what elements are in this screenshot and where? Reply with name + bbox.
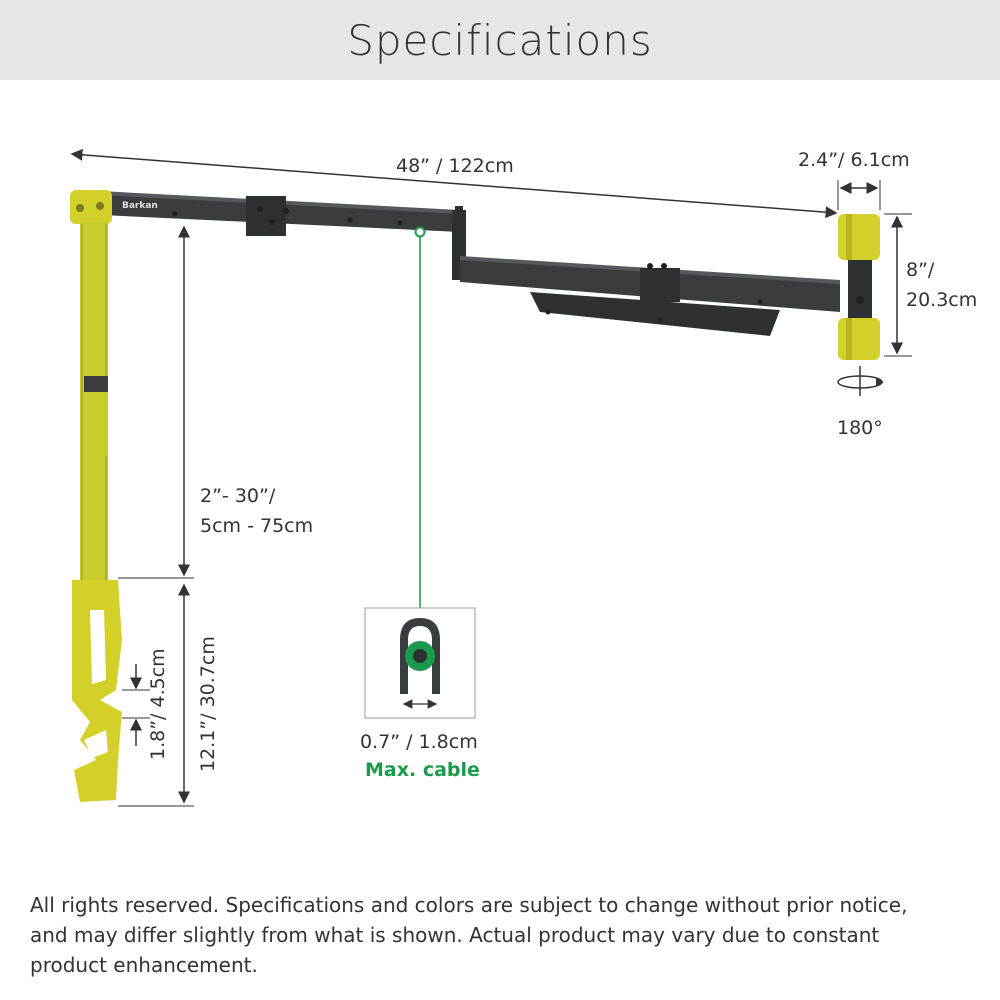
hook-length-label: 12.1”/ 30.7cm — [197, 636, 219, 772]
length-label: 48” / 122cm — [396, 155, 514, 177]
strap-hook — [70, 190, 122, 802]
wall-bracket — [838, 214, 880, 360]
rotation-icon — [837, 366, 884, 396]
bracket-height-label-1: 8”/ — [906, 259, 935, 281]
cable-point-icon — [414, 226, 426, 238]
cable-max-label: Max. cable — [365, 759, 480, 781]
header-bar: Specifications — [0, 0, 1000, 80]
bracket-width-label: 2.4”/ 6.1cm — [798, 149, 910, 171]
page-title: Specifications — [347, 15, 653, 65]
second-arm — [460, 256, 840, 336]
hook-drop-label-2: 5cm - 75cm — [200, 515, 313, 537]
cable-size-label: 0.7” / 1.8cm — [360, 731, 478, 753]
product-diagram: Barkan 48” / 122cm — [70, 148, 977, 807]
brand-label: Barkan — [122, 201, 158, 211]
hook-drop-label-1: 2”- 30”/ — [200, 485, 276, 507]
cable-clip-detail — [364, 607, 476, 719]
length-dimension-line — [70, 148, 838, 219]
rotation-label: 180° — [837, 417, 883, 439]
bracket-height-label-2: 20.3cm — [906, 289, 977, 311]
disclaimer-text: All rights reserved. Specifications and … — [30, 893, 908, 977]
hook-gap-label: 1.8”/ 4.5cm — [147, 648, 169, 760]
